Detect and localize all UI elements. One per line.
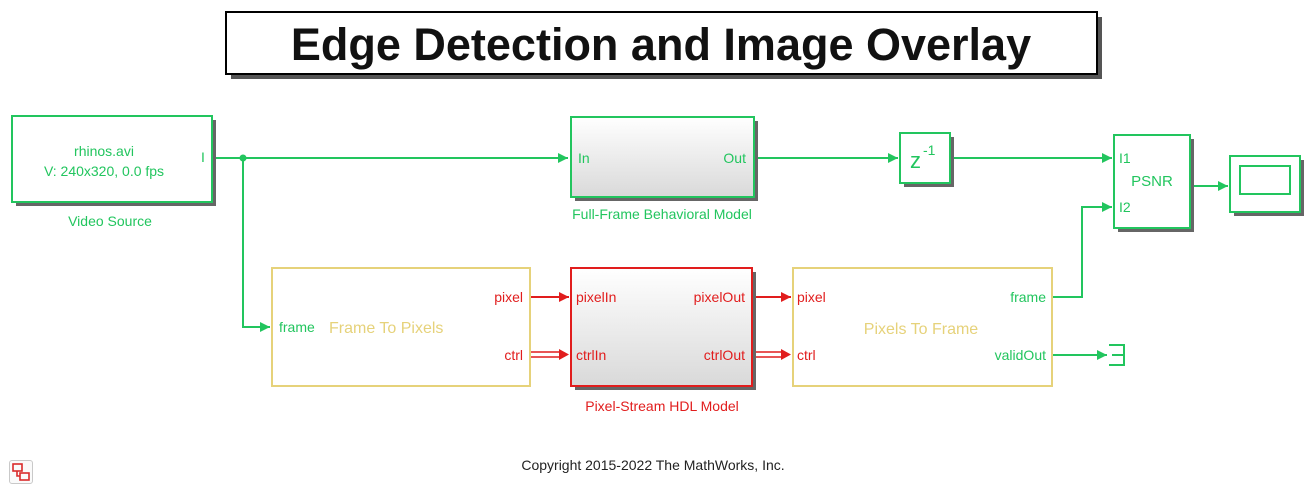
pixels-to-frame-port-validout: validOut <box>995 347 1046 363</box>
copyright-text: Copyright 2015-2022 The MathWorks, Inc. <box>521 457 785 473</box>
signal-lines <box>213 153 1228 360</box>
psnr-label: PSNR <box>1131 173 1173 190</box>
behavioral-model-block[interactable]: In Out <box>570 116 758 201</box>
pixels-to-frame-port-frame: frame <box>1010 289 1046 305</box>
video-source-filename: rhinos.avi <box>74 143 134 159</box>
frame-to-pixels-port-pixel: pixel <box>494 289 523 305</box>
pixels-to-frame-label: Pixels To Frame <box>864 321 979 338</box>
hdl-model-block[interactable]: pixelIn ctrlIn pixelOut ctrlOut <box>570 267 756 390</box>
hdl-port-ctrlout: ctrlOut <box>704 347 745 363</box>
hdl-port-ctrlin: ctrlIn <box>576 347 606 363</box>
title-annotation[interactable]: Edge Detection and Image Overlay <box>225 11 1102 79</box>
behavioral-port-in: In <box>578 150 590 166</box>
psnr-port-i1: I1 <box>1119 150 1131 166</box>
psnr-port-i2: I2 <box>1119 199 1131 215</box>
video-source-port-label: I <box>201 149 205 165</box>
pixels-to-frame-port-ctrl: ctrl <box>797 347 816 363</box>
video-viewer-icon[interactable] <box>1229 155 1304 216</box>
page-title: Edge Detection and Image Overlay <box>291 19 1031 70</box>
signal-line-frame-to-psnr[interactable] <box>1052 202 1112 298</box>
pixels-to-frame-port-pixel: pixel <box>797 289 826 305</box>
behavioral-model-caption: Full-Frame Behavioral Model <box>572 206 752 222</box>
psnr-block[interactable]: I1 PSNR I2 <box>1113 134 1194 232</box>
unit-delay-block[interactable]: z -1 <box>899 132 954 187</box>
signal-line-ctrl-to-hdl[interactable] <box>530 349 569 360</box>
hdl-port-pixelin: pixelIn <box>576 289 616 305</box>
frame-to-pixels-block[interactable]: frame Frame To Pixels pixel ctrl <box>271 267 531 387</box>
model-hierarchy-icon-glyph <box>12 463 30 481</box>
signal-line-video-to-frame-to-pixels[interactable] <box>242 158 270 332</box>
signal-line-hdl-ctrl-out[interactable] <box>752 349 791 360</box>
behavioral-port-out: Out <box>723 150 746 166</box>
unit-delay-z: z <box>910 148 921 173</box>
terminator-icon[interactable] <box>1109 344 1125 366</box>
model-hierarchy-icon[interactable] <box>9 460 33 484</box>
hdl-port-pixelout: pixelOut <box>694 289 745 305</box>
unit-delay-exponent: -1 <box>923 142 936 158</box>
video-source-format: V: 240x320, 0.0 fps <box>44 163 164 179</box>
frame-to-pixels-label: Frame To Pixels <box>329 320 443 337</box>
pixels-to-frame-block[interactable]: pixel ctrl Pixels To Frame frame validOu… <box>792 267 1053 387</box>
frame-to-pixels-port-frame: frame <box>279 319 315 335</box>
video-source-caption: Video Source <box>68 213 152 229</box>
hdl-model-caption: Pixel-Stream HDL Model <box>585 398 739 414</box>
video-source-block[interactable]: rhinos.avi V: 240x320, 0.0 fps I <box>11 115 216 206</box>
frame-to-pixels-port-ctrl: ctrl <box>504 347 523 363</box>
